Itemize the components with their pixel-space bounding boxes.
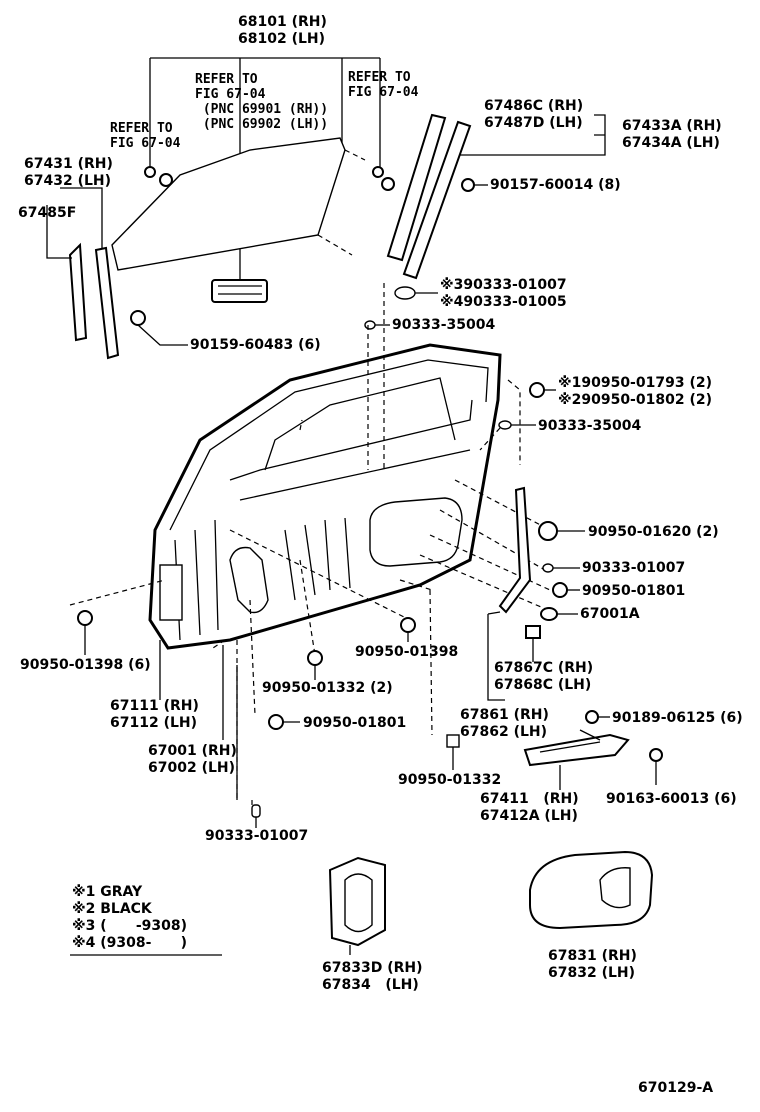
clip-right-1 bbox=[372, 166, 384, 178]
plug-35004-b bbox=[498, 420, 512, 430]
bezel-label: 67833D (RH)67834 (LH) bbox=[322, 960, 423, 993]
plug-01332 bbox=[446, 734, 460, 748]
rear-run-label: 67486C (RH)67487D (LH) bbox=[484, 98, 584, 131]
plug-01332-label: 90950-01332 bbox=[398, 772, 502, 788]
glass-part-label: 68101 (RH)68102 (LH) bbox=[238, 14, 327, 47]
bolt-90157 bbox=[461, 178, 475, 192]
service-hole-left bbox=[229, 546, 269, 614]
weather-label: 67861 (RH)67862 (LH) bbox=[460, 707, 549, 740]
clip-190950 bbox=[529, 382, 545, 398]
door-glass bbox=[111, 137, 346, 271]
plug-01801-c bbox=[268, 714, 284, 730]
plug-01007-r-label: 90333-01007 bbox=[582, 560, 686, 576]
plug-01398-c bbox=[400, 617, 416, 633]
rear-run-channel bbox=[386, 113, 447, 262]
front-run-channel bbox=[94, 246, 120, 360]
screw-06125-label: 90189-06125 (6) bbox=[612, 710, 743, 726]
plug-01801-r bbox=[552, 582, 568, 598]
plug-01007-r bbox=[542, 563, 554, 573]
front-run-channel-f bbox=[68, 242, 88, 342]
door-hinge-plate bbox=[159, 564, 183, 621]
screw-60013-label: 90163-60013 (6) bbox=[606, 791, 737, 807]
door-label: 67001 (RH)67002 (LH) bbox=[148, 743, 237, 776]
door-check bbox=[498, 486, 532, 614]
panel-label: 67111 (RH)67112 (LH) bbox=[110, 698, 199, 731]
plug-01007-b bbox=[251, 804, 261, 818]
plug-35004-b-label: 90333-35004 bbox=[538, 418, 642, 434]
plug-01332-2 bbox=[307, 650, 323, 666]
front-run-f-label: 67485F bbox=[18, 205, 77, 221]
check-bracket bbox=[525, 625, 541, 639]
cover-label: 67831 (RH)67832 (LH) bbox=[548, 948, 637, 981]
clip-left-2 bbox=[159, 173, 173, 187]
screw-60013 bbox=[649, 748, 663, 762]
plug-01398-l-label: 90950-01398 (6) bbox=[20, 657, 151, 673]
grommet-01620 bbox=[538, 521, 558, 541]
plug-01007-b-label: 90333-01007 bbox=[205, 828, 309, 844]
figure-id: 670129-A bbox=[638, 1080, 714, 1096]
rear-run-assy-label: 67433A (RH)67434A (LH) bbox=[622, 118, 722, 151]
plug-90159-label: 90159-60483 (6) bbox=[190, 337, 321, 353]
plug-35004-a-label: 90333-35004 bbox=[392, 317, 496, 333]
hinge-67001A bbox=[540, 607, 558, 621]
check-label: 67867C (RH)67868C (LH) bbox=[494, 660, 594, 693]
plug-01398-l bbox=[77, 610, 93, 626]
plug-01398-c-label: 90950-01398 bbox=[355, 644, 459, 660]
plug-01801-c-label: 90950-01801 bbox=[303, 715, 407, 731]
service-hole-right bbox=[369, 497, 463, 567]
plug-01620-label: 90950-01620 (2) bbox=[588, 524, 719, 540]
clip-right-2 bbox=[381, 177, 395, 191]
bolt-90157-label: 90157-60014 (8) bbox=[490, 177, 621, 193]
glass-channel bbox=[211, 279, 268, 303]
screw-06125 bbox=[585, 710, 599, 724]
hinge-67001A-label: 67001A bbox=[580, 606, 640, 622]
plug-190950-label: ※190950-01793 (2)※290950-01802 (2) bbox=[558, 375, 712, 408]
clip-90159 bbox=[130, 310, 146, 326]
plug-35004-a bbox=[364, 320, 376, 330]
plug-oval-top bbox=[394, 286, 416, 300]
clip-left-1 bbox=[144, 166, 156, 178]
plug-01801-r-label: 90950-01801 bbox=[582, 583, 686, 599]
rear-run-channel-2 bbox=[402, 120, 472, 280]
front-run-label: 67431 (RH)67432 (LH) bbox=[24, 156, 113, 189]
legend: ※1 GRAY※2 BLACK※3 ( -9308)※4 (9308- ) bbox=[72, 884, 188, 951]
plug-note-label: ※390333-01007※490333-01005 bbox=[440, 277, 567, 310]
plug-01332-2-label: 90950-01332 (2) bbox=[262, 680, 393, 696]
hinge-strip-label: 67411 (RH)67412A (LH) bbox=[480, 791, 579, 824]
outside-handle-cover bbox=[529, 850, 654, 930]
door-shell-outline bbox=[148, 343, 502, 650]
